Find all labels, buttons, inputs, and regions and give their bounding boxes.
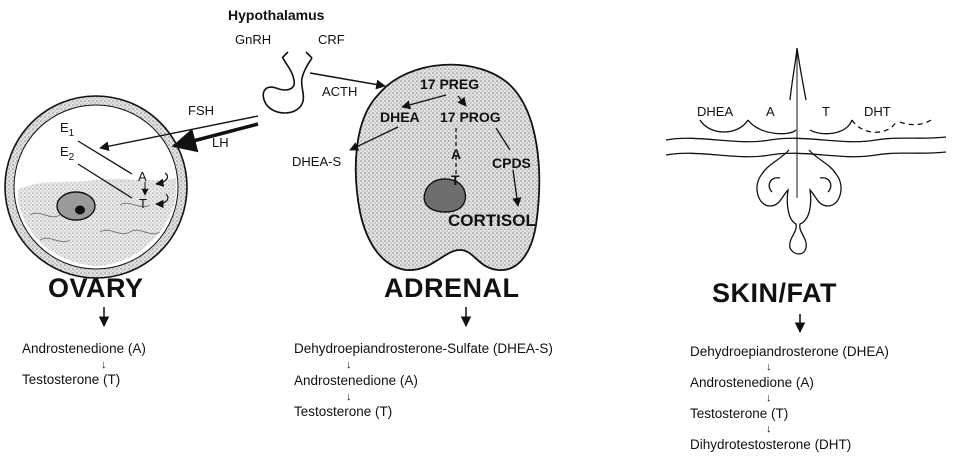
ovary-small-arrow-1: ↓ — [101, 360, 107, 371]
hypothalamus-label: Hypothalamus — [228, 7, 324, 23]
fsh-label: FSH — [188, 103, 214, 118]
adrenal-small-arrow-1: ↓ — [346, 360, 352, 371]
ovary-illustration — [5, 96, 187, 278]
adrenal-list-item-2: Androstenedione (A) — [294, 373, 418, 388]
skin-a-label: A — [766, 104, 775, 119]
adrenal-17prog-label: 17 PROG — [440, 109, 501, 125]
adrenal-small-arrow-2: ↓ — [346, 392, 352, 403]
acth-label: ACTH — [322, 84, 357, 99]
adrenal-list-item-1: Dehydroepiandrosterone-Sulfate (DHEA-S) — [294, 341, 553, 356]
adrenal-a-label: A — [451, 146, 461, 162]
oocyte-nucleus — [75, 206, 85, 215]
adrenal-cortisol-label: CORTISOL — [448, 211, 536, 231]
skin-dhea-label: DHEA — [697, 104, 733, 119]
adrenal-cpds-label: CPDS — [492, 155, 531, 171]
pituitary-stalk — [263, 52, 312, 113]
gnrh-label: GnRH — [235, 32, 271, 47]
crf-label: CRF — [318, 32, 345, 47]
skin-small-arrow-1: ↓ — [766, 362, 772, 373]
oocyte — [57, 192, 95, 220]
skin-small-arrow-3: ↓ — [766, 424, 772, 435]
adrenal-t-label: T — [451, 172, 460, 188]
adrenal-title: ADRENAL — [384, 273, 520, 304]
adrenal-list-item-3: Testosterone (T) — [294, 404, 392, 419]
skin-t-label: T — [822, 104, 830, 119]
ovary-e2-label: E2 — [60, 144, 74, 159]
ovary-t-label: T — [139, 196, 147, 211]
adrenal-17preg-label: 17 PREG — [420, 76, 479, 92]
ovary-e1-label: E1 — [60, 120, 74, 135]
ovary-list-item-1: Androstenedione (A) — [22, 341, 146, 356]
skin-list-item-4: Dihydrotestosterone (DHT) — [690, 437, 851, 452]
skin-small-arrow-2: ↓ — [766, 393, 772, 404]
ovary-title: OVARY — [48, 273, 144, 304]
adrenal-dheas-label: DHEA-S — [292, 154, 341, 169]
skin-list-item-3: Testosterone (T) — [690, 406, 788, 421]
adrenal-dhea-label: DHEA — [380, 109, 420, 125]
ovary-a-label: A — [138, 169, 147, 184]
skin-dht-label: DHT — [864, 104, 891, 119]
skin-list-item-1: Dehydroepiandrosterone (DHEA) — [690, 344, 889, 359]
skin-list-item-2: Androstenedione (A) — [690, 375, 814, 390]
skin-title: SKIN/FAT — [712, 278, 837, 309]
lh-label: LH — [212, 135, 229, 150]
skin-illustration — [666, 48, 946, 254]
ovary-list-item-2: Testosterone (T) — [22, 372, 120, 387]
